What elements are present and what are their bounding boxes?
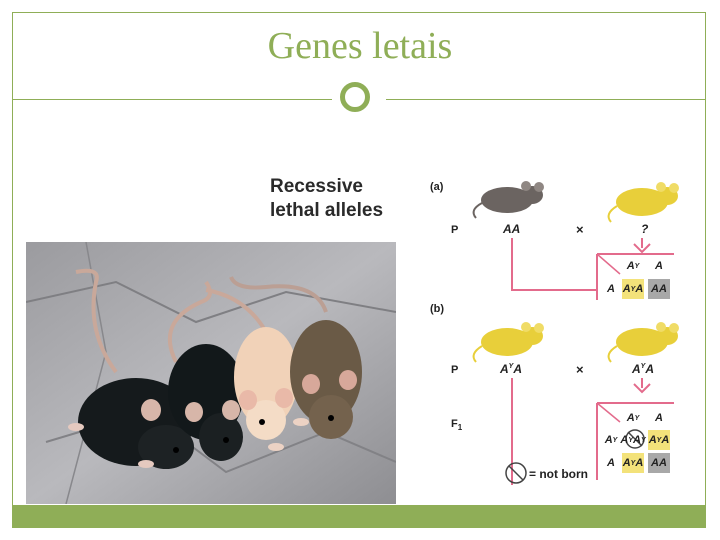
b-grid-col2-header: A xyxy=(648,408,670,428)
yellow-mouse-icon xyxy=(607,322,679,363)
a-grid-col2-header: A xyxy=(648,256,670,276)
lethal-allele-diagram xyxy=(472,181,679,485)
panel-a-label: (a) xyxy=(430,181,444,193)
a-grid-row1-header: A xyxy=(600,279,622,299)
b-grid-cell-aa: AA xyxy=(648,453,670,473)
not-born-symbol-grid xyxy=(625,429,645,449)
f1-label: F1 xyxy=(451,418,463,433)
b-parent-left-genotype: AYA xyxy=(500,362,523,376)
a-parent-left-genotype: AA xyxy=(503,222,521,236)
panel-b-label: (b) xyxy=(430,303,445,315)
b-grid-row2-header: A xyxy=(600,453,622,473)
slide-title: Genes letais xyxy=(267,25,453,67)
b-parent-right-genotype: AYA xyxy=(632,362,655,376)
p-label-a: P xyxy=(451,224,459,236)
a-cross-symbol: × xyxy=(576,222,584,237)
figure-heading-line1: Recessive xyxy=(270,176,363,197)
title-ring-ornament xyxy=(340,82,370,112)
yellow-mouse-icon xyxy=(607,182,679,223)
title-rule-right xyxy=(386,99,706,100)
a-parent-right-genotype: ? xyxy=(641,222,649,236)
b-cross-symbol: × xyxy=(576,362,584,377)
not-born-legend-text: = not born xyxy=(529,467,588,481)
figure-heading-line2: lethal alleles xyxy=(270,200,384,221)
mice-photo xyxy=(26,242,396,504)
title-rule-left xyxy=(12,99,332,100)
p-label-b: P xyxy=(451,364,459,376)
not-born-legend-icon xyxy=(505,462,527,484)
yellow-mouse-icon xyxy=(472,322,544,363)
footer-bar xyxy=(12,505,706,528)
a-grid-cell-aa: AA xyxy=(648,279,670,299)
grey-mouse-icon xyxy=(472,181,544,219)
